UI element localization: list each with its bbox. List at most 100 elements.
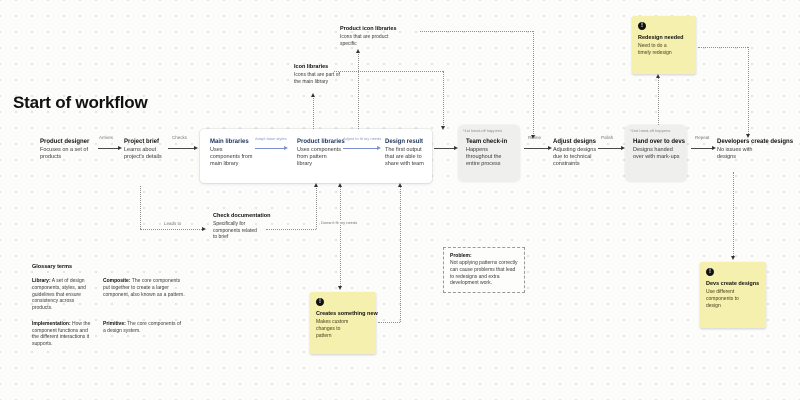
connector-product-icon-right <box>420 31 533 32</box>
node-desc: Icons that are product specific <box>340 34 389 47</box>
node-title: Developers create designs <box>717 139 794 145</box>
arrowhead <box>202 226 206 231</box>
node-title: Product icon libraries <box>340 26 397 32</box>
arrowhead <box>441 126 445 130</box>
sticky-creates-something-new[interactable]: ! Creates something new Makes custom cha… <box>310 292 378 354</box>
sticky-title: Redesign needed <box>638 35 684 41</box>
connector-sticky-return-v <box>400 186 401 322</box>
card-note: *1st hand-off happens <box>463 128 503 133</box>
glossary-item-composite: Composite: The core components put toget… <box>103 278 185 312</box>
arrowhead <box>314 183 318 187</box>
node-check-documentation[interactable]: Check documentation Specifically for com… <box>213 213 270 241</box>
glossary-term: Library: <box>32 278 51 284</box>
node-desc: Specifically for components related to b… <box>213 221 257 240</box>
glossary-text: The core components of a design system. <box>103 320 182 334</box>
node-product-icon-libraries[interactable]: Product icon libraries Icons that are pr… <box>340 26 398 47</box>
arrow-label-checks[interactable]: Checks <box>172 135 188 140</box>
arrowhead <box>194 145 198 150</box>
connector-polish <box>598 148 623 149</box>
problem-title: Problem: <box>450 253 472 259</box>
connector-redesign-drop <box>748 47 749 136</box>
node-product-designer[interactable]: Product designer Focuses on a set of pro… <box>40 139 98 161</box>
node-desc: Learns about project's details <box>124 147 162 161</box>
node-title: Team check-in <box>466 139 508 145</box>
node-developers-create-designs[interactable]: Developers create designs No issues with… <box>717 139 795 161</box>
glossary-text: A set of design components, styles, and … <box>32 278 86 311</box>
arrow-label-adapt-base-styles[interactable]: Adapt base styles <box>255 136 287 141</box>
arrow-label-repeat[interactable]: Repeat <box>695 135 710 140</box>
glossary-block[interactable]: Glossary terms Library: A set of design … <box>32 264 217 348</box>
node-adjust-designs[interactable]: Adjust designs Adjusting designs due to … <box>553 139 599 168</box>
note-badge-icon: ! <box>706 268 714 276</box>
connector-checkdoc-right <box>266 229 316 230</box>
node-title: Icon libraries <box>294 64 329 70</box>
node-desc: No issues with designs <box>717 147 753 161</box>
node-desc: Happens throughout the entire process <box>466 147 502 168</box>
glossary-term: Composite: <box>103 278 131 284</box>
arrowhead <box>746 134 750 138</box>
node-title: Main libraries <box>210 139 249 145</box>
glossary-text: How the component functions and the diff… <box>32 320 91 347</box>
connector-leads-to <box>140 229 204 230</box>
arrowhead <box>284 145 288 150</box>
glossary-item-primitive: Primitive: The core components of a desi… <box>103 321 185 348</box>
node-title: Product libraries <box>297 139 345 145</box>
node-design-result[interactable]: Design result The first output that are … <box>385 139 427 168</box>
connector-brief-down <box>140 186 141 229</box>
connector-icon-libraries-drop <box>443 71 444 127</box>
arrowhead <box>118 145 122 150</box>
connector-checks <box>168 148 196 149</box>
connector-devs-down <box>733 172 734 258</box>
connector-doesnt-fit <box>340 186 341 288</box>
glossary-item-library: Library: A set of design components, sty… <box>32 278 94 312</box>
glossary-title: Glossary terms <box>32 264 73 270</box>
arrowhead <box>398 183 402 187</box>
arrowhead <box>377 145 381 150</box>
arrowhead <box>338 183 342 187</box>
arrowhead <box>311 93 315 97</box>
sticky-title: Creates something new <box>316 311 378 317</box>
connector-icon-libraries-right <box>334 71 443 72</box>
problem-box[interactable]: Problem: Not applying patterns correctly… <box>443 247 525 293</box>
sticky-devs-create-designs[interactable]: ! Devs create designs Use different comp… <box>700 262 766 328</box>
connector-product-icon-libraries-down <box>358 52 359 129</box>
connector-handover-to-redesign <box>658 77 659 125</box>
note-badge-icon: ! <box>638 22 646 30</box>
connector-arrives <box>98 148 120 149</box>
connector-adjust <box>343 148 379 149</box>
node-project-brief[interactable]: Project brief Learns about project's det… <box>124 139 176 161</box>
node-product-libraries[interactable]: Product libraries Uses components from p… <box>297 139 345 168</box>
card-team-check-in[interactable]: *1st hand-off happens Team check-in Happ… <box>458 125 520 182</box>
arrow-label-polish[interactable]: Polish <box>601 135 614 140</box>
glossary-text: The core components put together to crea… <box>103 278 185 298</box>
node-desc: Designs handed over with mark-ups <box>633 147 680 161</box>
arrowhead <box>356 49 360 53</box>
glossary-term: Implementation: <box>32 320 71 327</box>
node-desc: Adjusting designs due to technical const… <box>553 147 597 168</box>
card-hand-over[interactable]: *2nd hand-off happens Hand over to devs … <box>625 125 687 182</box>
arrow-label-adjust-to-fit[interactable]: Adjust to fit my needs <box>343 136 382 141</box>
node-main-libraries[interactable]: Main libraries Uses components from main… <box>210 139 254 168</box>
node-title: Adjust designs <box>553 139 597 145</box>
arrow-label-leads-to[interactable]: Leads to <box>163 221 183 226</box>
node-desc: Uses components from main library <box>210 147 253 168</box>
node-icon-libraries[interactable]: Icon libraries Icons that are part of th… <box>294 64 344 85</box>
connector-redesign-right <box>698 47 748 48</box>
sticky-redesign-needed[interactable]: ! Redesign needed Need to do a timely re… <box>632 16 696 74</box>
node-desc: Icons that are part of the main library <box>294 72 340 85</box>
glossary-item-implementation: Implementation: How the component functi… <box>32 321 94 348</box>
arrow-label-doesnt-fit[interactable]: Doesn't fit my needs <box>320 220 359 225</box>
arrowhead <box>548 145 552 150</box>
connector-sticky-return-h <box>378 322 400 323</box>
connector-repeat <box>691 148 714 149</box>
node-title: Design result <box>385 139 424 145</box>
connector-to-team-check-in <box>434 148 456 149</box>
sticky-title: Devs create designs <box>706 281 760 287</box>
connector-refine <box>524 148 550 149</box>
node-title: Hand over to devs <box>633 139 686 145</box>
node-title: Product designer <box>40 139 90 145</box>
page-title[interactable]: Start of workflow <box>13 93 148 112</box>
arrow-label-arrives[interactable]: Arrives <box>99 135 114 140</box>
card-libraries[interactable] <box>200 129 432 183</box>
